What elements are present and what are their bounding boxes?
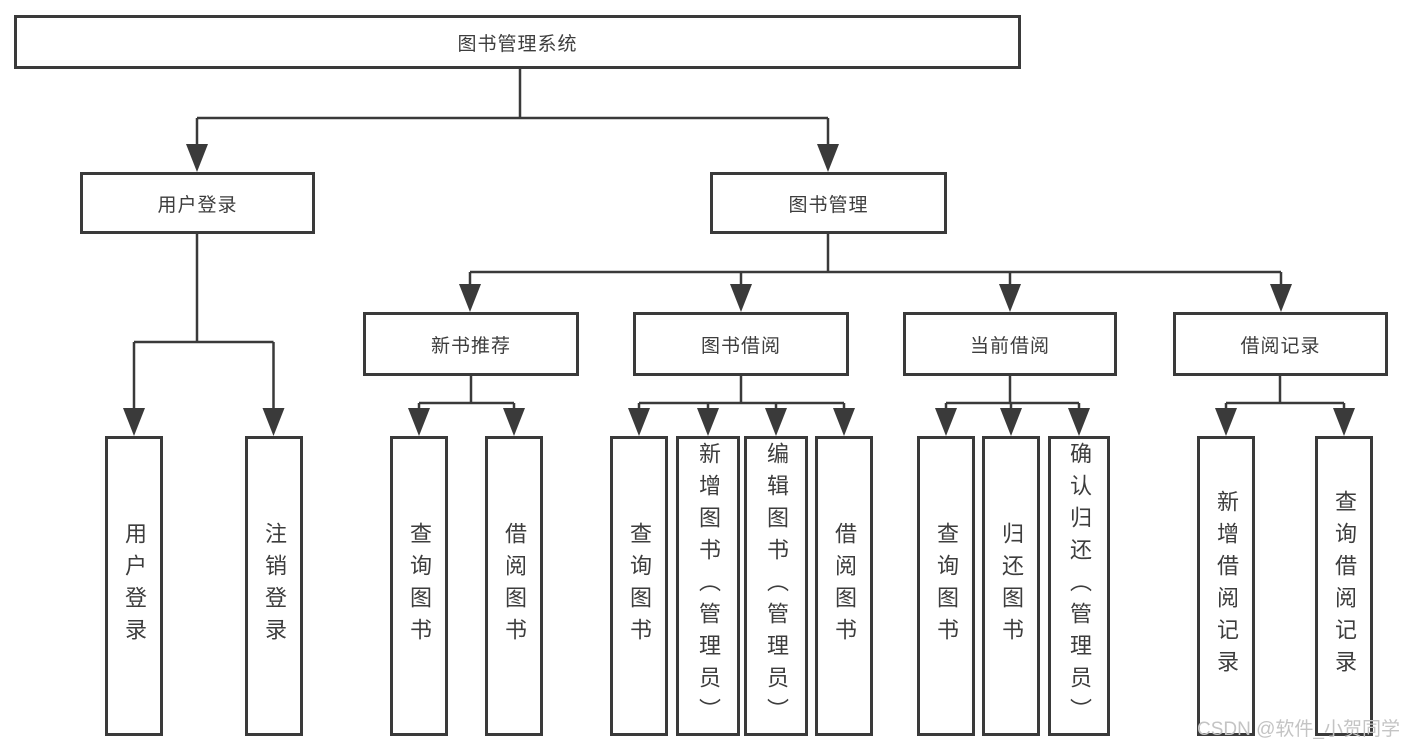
leaf-user-login-label: 用户登录	[122, 522, 147, 650]
node-book-management: 图书管理	[710, 172, 947, 234]
leaf-borrow-books-2-label: 借阅图书	[832, 522, 857, 650]
node-user-login: 用户登录	[80, 172, 315, 234]
connector-current-borrow	[944, 376, 1081, 412]
connector-book-borrow	[637, 376, 846, 412]
leaf-user-login: 用户登录	[105, 436, 163, 736]
node-borrow-records-label: 借阅记录	[1240, 335, 1321, 357]
leaf-return-books: 归还图书	[982, 436, 1040, 736]
arrow-down-icons	[123, 144, 1355, 436]
leaf-edit-books-admin-label: 编辑图书（管理员）	[764, 442, 789, 730]
csdn-watermark: CSDN @软件_小贺同学	[1197, 719, 1400, 740]
leaf-add-borrow-record-label: 新增借阅记录	[1214, 490, 1239, 682]
leaf-query-books-1-label: 查询图书	[407, 522, 432, 650]
node-new-book-recommend-label: 新书推荐	[430, 335, 511, 357]
node-book-borrow-label: 图书借阅	[700, 335, 781, 357]
connector-book-management	[468, 233, 1283, 288]
node-book-borrow: 图书借阅	[633, 312, 849, 376]
connector-root	[195, 68, 830, 148]
leaf-confirm-return-admin-label: 确认归还（管理员）	[1067, 442, 1092, 730]
leaf-add-books-admin: 新增图书（管理员）	[676, 436, 740, 736]
leaf-borrow-books-1: 借阅图书	[485, 436, 543, 736]
leaf-add-borrow-record: 新增借阅记录	[1197, 436, 1255, 736]
leaf-edit-books-admin: 编辑图书（管理员）	[744, 436, 808, 736]
leaf-query-borrow-record-label: 查询借阅记录	[1332, 490, 1357, 682]
leaf-query-books-3-label: 查询图书	[934, 522, 959, 650]
leaf-borrow-books-1-label: 借阅图书	[502, 522, 527, 650]
node-new-book-recommend: 新书推荐	[363, 312, 579, 376]
leaf-logout-label: 注销登录	[262, 522, 287, 650]
node-book-management-label: 图书管理	[788, 194, 869, 216]
leaf-add-books-admin-label: 新增图书（管理员）	[696, 442, 721, 730]
connector-borrow-records	[1224, 376, 1346, 412]
node-current-borrow-label: 当前借阅	[969, 335, 1050, 357]
leaf-query-books-1: 查询图书	[390, 436, 448, 736]
leaf-query-borrow-record: 查询借阅记录	[1315, 436, 1373, 736]
leaf-query-books-3: 查询图书	[917, 436, 975, 736]
node-borrow-records: 借阅记录	[1173, 312, 1388, 376]
leaf-query-books-2: 查询图书	[610, 436, 668, 736]
node-root-label: 图书管理系统	[457, 33, 578, 55]
leaf-query-books-2-label: 查询图书	[627, 522, 652, 650]
leaf-logout: 注销登录	[245, 436, 303, 736]
node-user-login-label: 用户登录	[157, 194, 238, 216]
connector-user-login	[132, 233, 275, 412]
node-root: 图书管理系统	[14, 15, 1021, 69]
node-current-borrow: 当前借阅	[903, 312, 1117, 376]
leaf-return-books-label: 归还图书	[999, 522, 1024, 650]
connector-new-book-recommend	[417, 376, 516, 412]
leaf-confirm-return-admin: 确认归还（管理员）	[1048, 436, 1110, 736]
leaf-borrow-books-2: 借阅图书	[815, 436, 873, 736]
